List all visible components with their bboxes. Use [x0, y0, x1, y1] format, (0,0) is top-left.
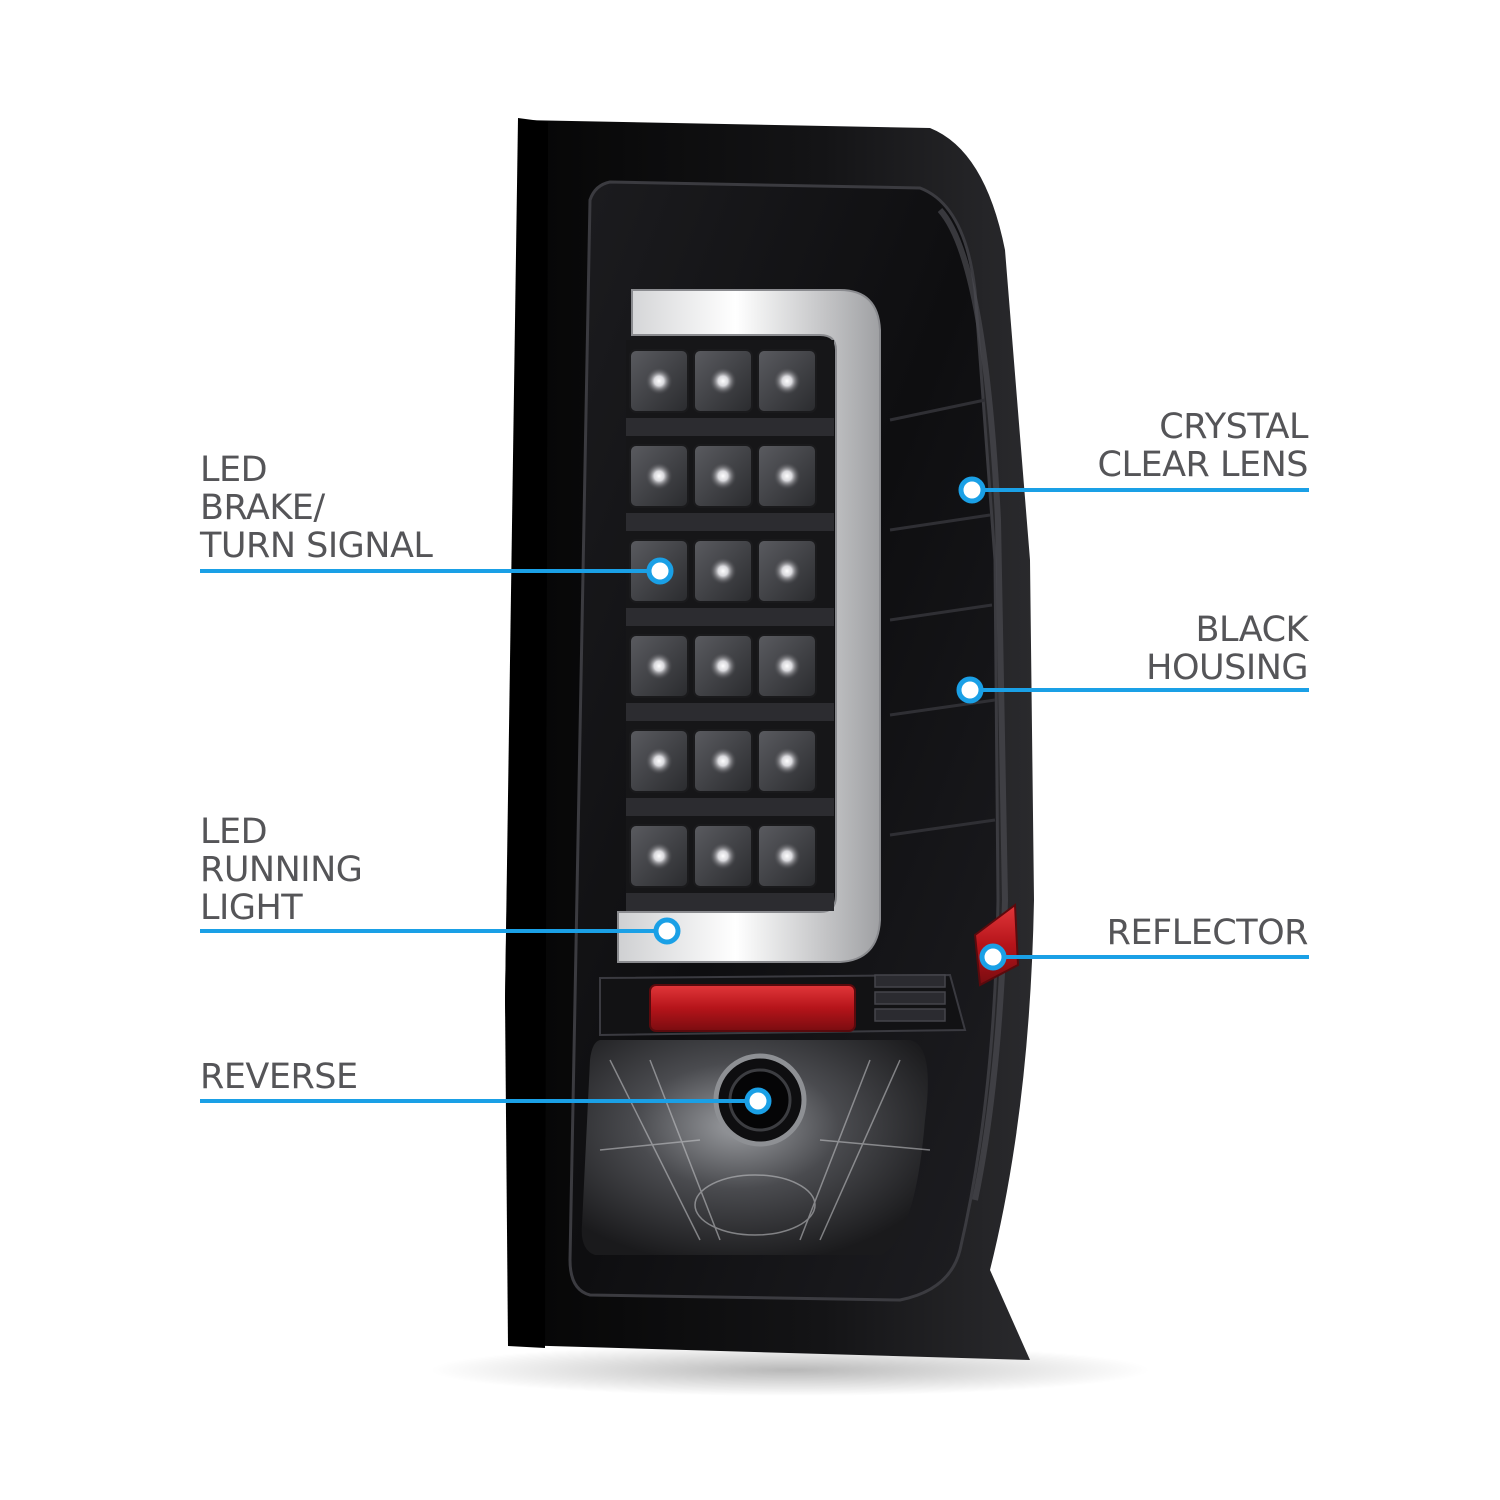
- led-bulb: [773, 747, 801, 775]
- lens-edge-highlight: [937, 207, 1009, 1201]
- led-row-divider: [626, 703, 834, 721]
- reflector-strip: [649, 984, 856, 1032]
- callout-black-housing-label: BLACK HOUSING: [1146, 610, 1308, 688]
- reverse-lens: [581, 1040, 928, 1255]
- led-bulb: [645, 747, 673, 775]
- led-bulb: [773, 367, 801, 395]
- led-bulb: [645, 652, 673, 680]
- callout-reverse-label: REVERSE: [200, 1057, 358, 1097]
- callout-dot-reverse: [744, 1087, 772, 1115]
- led-row-divider: [626, 608, 834, 626]
- led-bulb: [709, 367, 737, 395]
- side-vents: [874, 974, 946, 1022]
- callout-dot-brake-turn: [646, 557, 674, 585]
- led-row-divider: [626, 893, 834, 911]
- led-row-divider: [626, 513, 834, 531]
- led-bulb: [773, 652, 801, 680]
- led-bulb: [773, 557, 801, 585]
- callout-dot-crystal-lens: [958, 476, 986, 504]
- led-bulb: [709, 557, 737, 585]
- housing-flange: [505, 118, 548, 1348]
- callout-reflector-label: REFLECTOR: [1106, 913, 1309, 953]
- led-row-divider: [626, 798, 834, 816]
- callout-lines: [200, 476, 1309, 1115]
- callout-dot-black-housing: [956, 676, 984, 704]
- light-tube: [617, 289, 881, 963]
- led-bulb: [709, 652, 737, 680]
- callout-brake-turn-label: LED BRAKE/ TURN SIGNAL: [200, 450, 433, 566]
- lens-ribs: [889, 398, 996, 837]
- led-bulb: [645, 462, 673, 490]
- callout-running-light-label: LED RUNNING LIGHT: [200, 812, 363, 928]
- reverse-lens-facets: [599, 1059, 931, 1241]
- led-bulb: [645, 367, 673, 395]
- callout-dot-running-light: [653, 917, 681, 945]
- led-bulb: [709, 747, 737, 775]
- led-bulb: [709, 462, 737, 490]
- led-bulb: [645, 842, 673, 870]
- callout-dot-reflector: [979, 943, 1007, 971]
- callout-crystal-lens-label: CRYSTAL CLEAR LENS: [1097, 407, 1309, 485]
- led-matrix: [626, 349, 834, 911]
- led-bulb: [709, 842, 737, 870]
- led-bulb: [773, 462, 801, 490]
- led-row-divider: [626, 418, 834, 436]
- led-bulb: [773, 842, 801, 870]
